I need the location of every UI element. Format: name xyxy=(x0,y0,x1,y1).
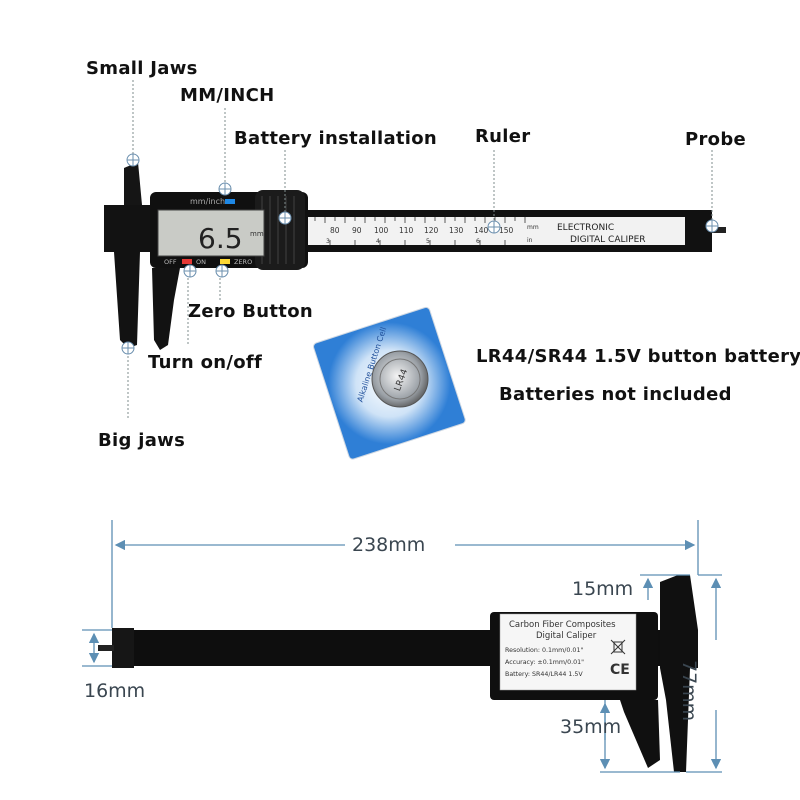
mode-button[interactable] xyxy=(225,199,235,204)
fixed-jaw xyxy=(104,205,150,348)
inch-num: 5 xyxy=(426,238,430,245)
weee-bin-icon xyxy=(610,639,626,655)
spec-text: Carbon Fiber Composites Digital Caliper … xyxy=(505,620,630,678)
crosshair-icon xyxy=(126,153,140,167)
spec-accuracy: Accuracy: ±0.1mm/0.01" xyxy=(505,659,584,666)
scale-num: 90 xyxy=(352,226,362,235)
inch-num: 4 xyxy=(376,238,380,245)
small-jaws-label: Small Jaws xyxy=(86,58,198,79)
zero-button[interactable] xyxy=(220,259,230,264)
thumb-wheel xyxy=(255,190,305,270)
zero-label: ZERO xyxy=(234,258,252,266)
crosshair-icon xyxy=(183,264,197,278)
ce-mark: CE xyxy=(610,662,630,678)
scale-num: 140 xyxy=(474,226,489,235)
scale-num: 150 xyxy=(499,226,514,235)
brand-text: ELECTRONIC DIGITAL CALIPER xyxy=(557,223,646,245)
scale-num: 80 xyxy=(330,226,340,235)
on-label: ON xyxy=(196,258,206,266)
bottom-probe xyxy=(98,645,114,651)
zero-button-label: Zero Button xyxy=(188,301,313,322)
scale-unit-in: in xyxy=(527,237,533,244)
bottom-sliding-jaw xyxy=(620,700,660,768)
small-jaw-dimension: 15mm xyxy=(572,578,634,600)
scale-numbers: 80 90 100 110 120 130 140 150 mm in 3 4 … xyxy=(326,224,539,245)
spec-battery: Battery: SR44/LR44 1.5V xyxy=(505,671,583,678)
big-jaw-dimension: 35mm xyxy=(560,716,622,738)
probe-label: Probe xyxy=(685,129,747,150)
crosshair-icon xyxy=(487,220,501,234)
batteries-note-label: Batteries not included xyxy=(499,384,732,405)
bottom-caliper: Carbon Fiber Composites Digital Caliper … xyxy=(98,575,698,772)
display-unit: mm xyxy=(250,230,264,238)
marker-icons xyxy=(121,153,719,384)
spec-line1: Carbon Fiber Composites xyxy=(509,620,616,630)
ruler-ticks xyxy=(304,217,526,245)
scale-num: 130 xyxy=(449,226,464,235)
probe-rod xyxy=(712,227,726,233)
length-dimension: 238mm xyxy=(352,534,426,556)
scale-num: 100 xyxy=(374,226,389,235)
big-jaws-label: Big jaws xyxy=(98,430,186,451)
crosshair-icon xyxy=(278,211,292,225)
on-off-button[interactable] xyxy=(182,259,192,264)
height-dimension: 77mm xyxy=(678,660,700,722)
scale-num: 110 xyxy=(399,226,414,235)
brand-line2: DIGITAL CALIPER xyxy=(570,235,646,245)
callout-lines xyxy=(127,80,713,420)
spec-line2: Digital Caliper xyxy=(536,631,597,641)
battery-type-label: LR44/SR44 1.5V button battery xyxy=(476,346,800,367)
crosshair-icon xyxy=(121,341,135,355)
scale-num: 120 xyxy=(424,226,439,235)
crosshair-icon xyxy=(215,264,229,278)
display-value: 6.5 xyxy=(198,222,243,255)
spec-resolution: Resolution: 0.1mm/0.01" xyxy=(505,647,583,654)
off-label: OFF xyxy=(164,258,177,266)
bottom-fixed-jaw xyxy=(660,575,698,772)
turn-on-off-label: Turn on/off xyxy=(148,352,263,373)
bottom-beam-end xyxy=(112,628,134,668)
mm-inch-label: MM/INCH xyxy=(180,85,275,106)
battery-installation-label: Battery installation xyxy=(234,128,438,149)
beam-width-dimension: 16mm xyxy=(84,680,146,702)
battery-package: Alkaline Button Cell LR44 xyxy=(313,306,466,460)
crosshair-icon xyxy=(705,219,719,233)
dimension-lines xyxy=(82,520,722,773)
ruler-label: Ruler xyxy=(475,126,531,147)
lcd-screen xyxy=(157,209,265,257)
inch-num: 3 xyxy=(326,238,330,245)
mode-label: mm/inch xyxy=(190,197,225,206)
brand-line1: ELECTRONIC xyxy=(557,223,614,233)
inch-num: 6 xyxy=(476,238,480,245)
crosshair-icon xyxy=(218,182,232,196)
scale-unit-mm: mm xyxy=(527,224,539,231)
sliding-jaw xyxy=(152,268,180,350)
small-jaw-upper xyxy=(124,162,142,205)
